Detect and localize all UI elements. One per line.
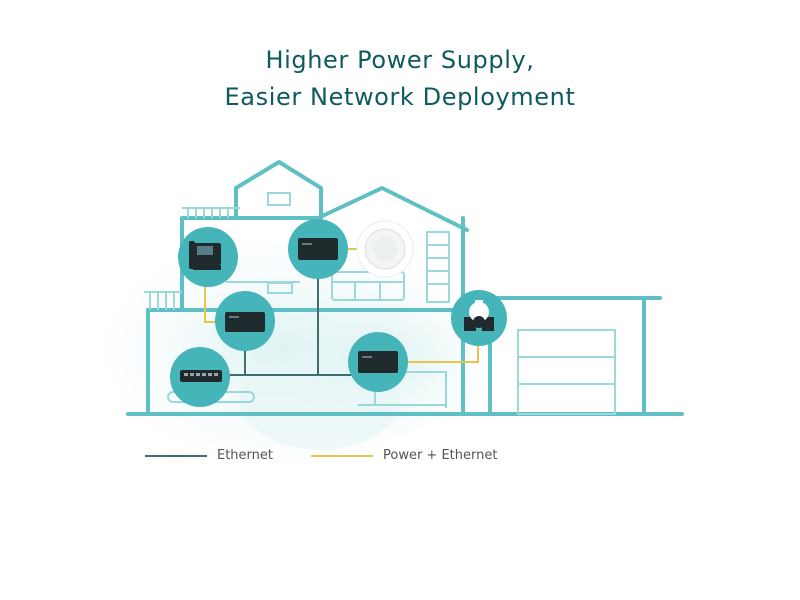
legend-label-power-ethernet: Power + Ethernet (383, 448, 498, 463)
desktop-switch-icon (170, 347, 230, 407)
page-title: Higher Power Supply, Easier Network Depl… (0, 42, 800, 116)
garage-door (517, 329, 616, 415)
poe-switch-icon (348, 332, 408, 392)
legend-item-ethernet: Ethernet (145, 448, 273, 463)
poe-switch-icon (288, 219, 348, 279)
security-camera-icon (451, 290, 507, 346)
poe-switch-icon (215, 291, 275, 351)
ethernet-line-swatch (145, 454, 207, 457)
ip-phone-icon (178, 227, 238, 287)
legend-item-power-ethernet: Power + Ethernet (311, 448, 497, 463)
title-line-2: Easier Network Deployment (224, 83, 576, 111)
legend-label-ethernet: Ethernet (217, 448, 273, 463)
house-outline (126, 160, 684, 416)
title-line-1: Higher Power Supply, (265, 46, 535, 74)
poe-line-swatch (311, 454, 373, 457)
legend: Ethernet Power + Ethernet (0, 448, 800, 468)
ceiling-access-point-icon (356, 220, 414, 278)
